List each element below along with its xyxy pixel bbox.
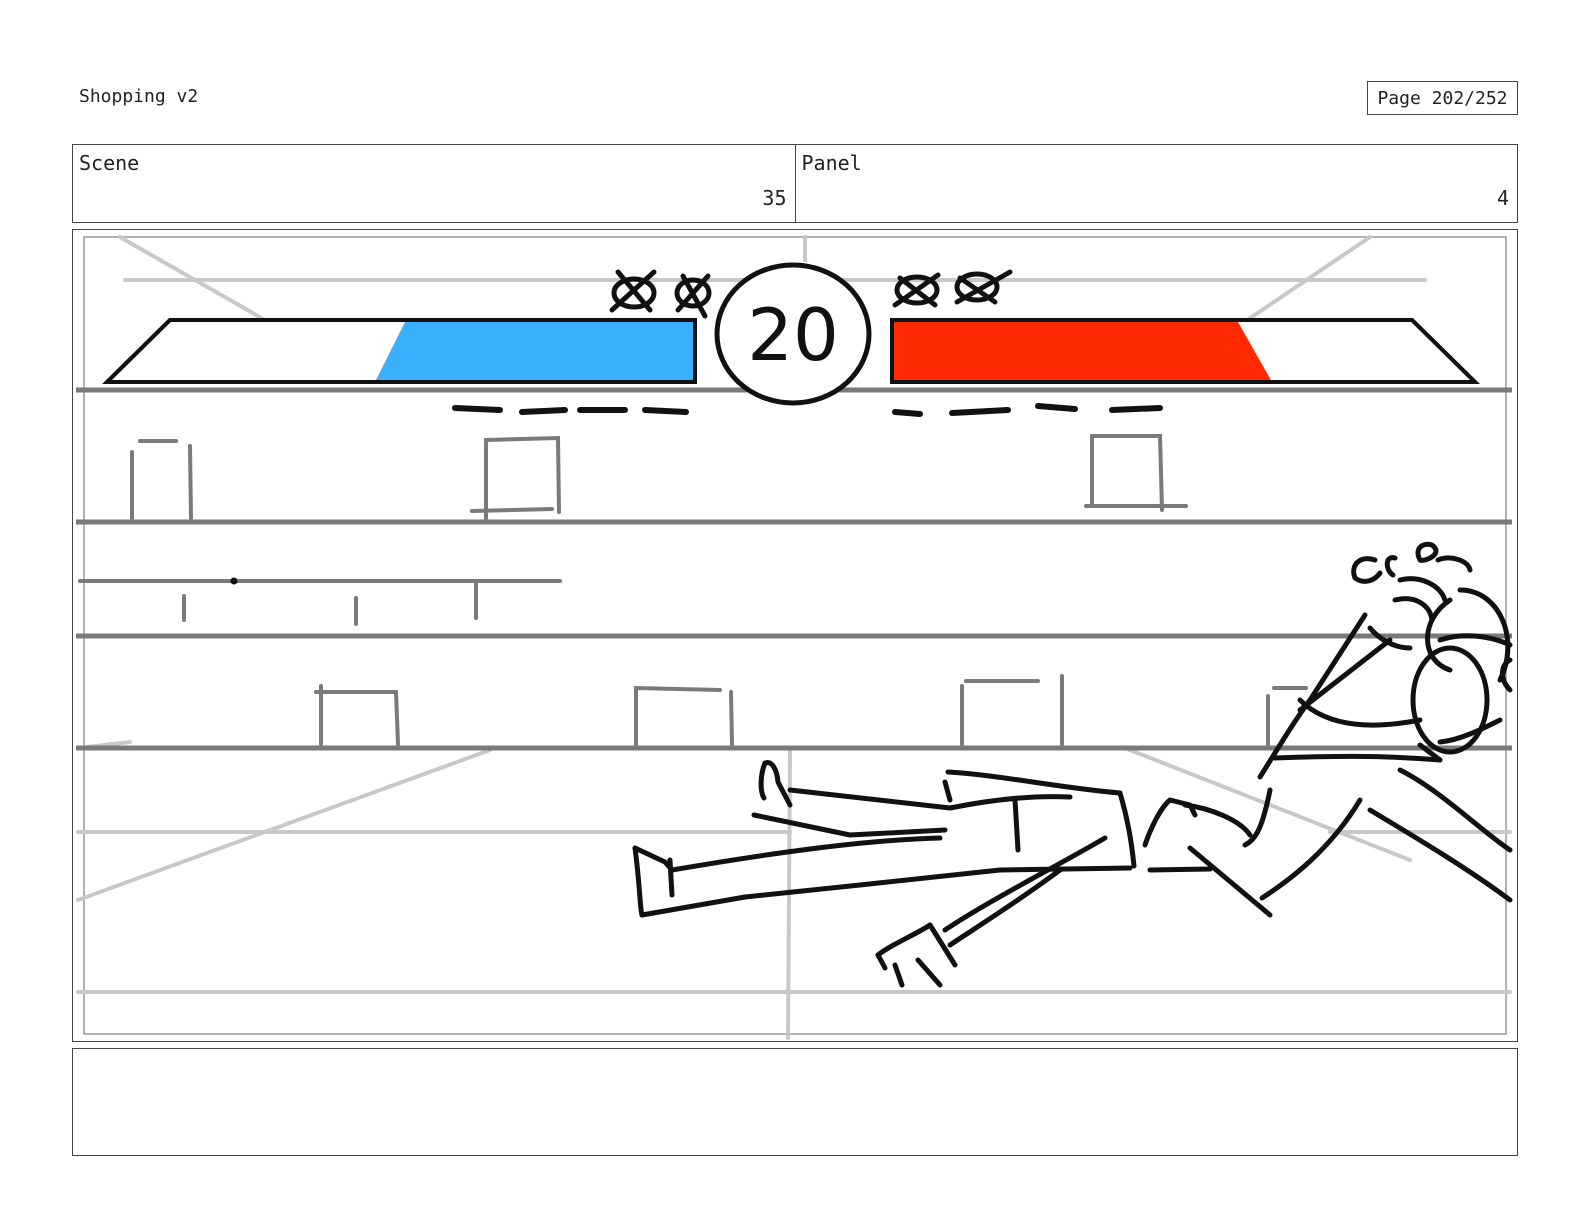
- page-indicator: Page 202/252: [1367, 81, 1518, 115]
- notes-box: [72, 1048, 1518, 1156]
- scene-panel-header: Scene 35 Panel 4: [72, 144, 1518, 223]
- scene-number: 35: [762, 186, 787, 210]
- fallen-character-sketch: [632, 541, 1513, 988]
- timer-circle: [714, 262, 872, 406]
- panel-number: 4: [1496, 186, 1509, 210]
- panel-cell: Panel 4: [794, 145, 1518, 222]
- document-title: Shopping v2: [79, 86, 199, 107]
- round-marker-icons: [609, 269, 1013, 319]
- storyboard-frame: [72, 229, 1518, 1042]
- shelf-dot: [230, 577, 238, 585]
- round-timer: 20: [714, 262, 872, 406]
- scene-label: Scene: [79, 151, 140, 175]
- scene-cell: Scene 35: [73, 145, 795, 222]
- panel-label: Panel: [801, 151, 862, 175]
- player-name-dashes: [452, 403, 1163, 417]
- timer-value: 20: [747, 293, 839, 377]
- right-health-bar: [890, 318, 1480, 384]
- shelf-products: [78, 434, 1308, 746]
- shelf-lines: [76, 387, 1512, 751]
- left-health-bar: [102, 318, 697, 384]
